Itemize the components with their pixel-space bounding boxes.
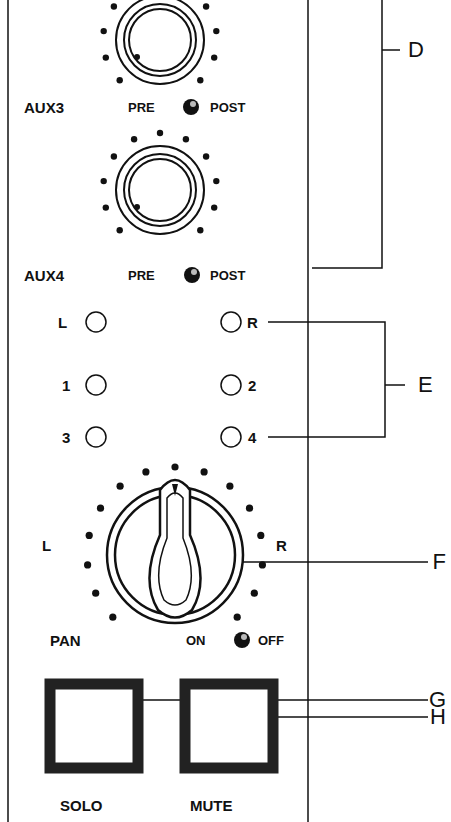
switch-label: PRE xyxy=(128,101,155,114)
scale-dot xyxy=(101,178,107,184)
scale-dot xyxy=(183,136,189,142)
scale-dot xyxy=(84,561,91,568)
scale-dot xyxy=(103,54,109,60)
switch-label: PRE xyxy=(128,269,155,282)
scale-dot xyxy=(117,483,124,490)
switch-label: POST xyxy=(210,269,245,282)
led-label: R xyxy=(247,315,258,330)
scale-dot xyxy=(234,614,241,621)
scale-dot xyxy=(109,614,116,621)
aux-label: AUX3 xyxy=(24,100,64,115)
scale-dot xyxy=(213,28,219,34)
scale-dot xyxy=(111,153,117,159)
scale-dot xyxy=(197,227,203,233)
scale-dot xyxy=(117,227,123,233)
scale-dot xyxy=(213,178,219,184)
scale-dot xyxy=(142,468,149,475)
scale-dot xyxy=(157,130,163,136)
switch-label: OFF xyxy=(258,634,284,647)
aux-label: AUX4 xyxy=(24,268,64,283)
led-label: 2 xyxy=(248,378,256,393)
scale-dot xyxy=(131,136,137,142)
scale-dot xyxy=(86,532,93,539)
scale-dot xyxy=(117,77,123,83)
led-label: 4 xyxy=(248,430,256,445)
scale-dot xyxy=(97,505,104,512)
pan-scale-label: L xyxy=(42,538,51,553)
led-label: 1 xyxy=(62,378,70,393)
button-label: MUTE xyxy=(190,798,233,813)
callout-letter: F xyxy=(433,551,446,573)
scale-dot xyxy=(251,590,258,597)
scale-dot xyxy=(111,3,117,9)
scale-dot xyxy=(226,483,233,490)
scale-dot xyxy=(203,153,209,159)
scale-dot xyxy=(257,532,264,539)
scale-dot xyxy=(103,204,109,210)
scale-dot xyxy=(246,505,253,512)
scale-dot xyxy=(211,54,217,60)
led-label: L xyxy=(58,315,67,330)
scale-dot xyxy=(171,463,178,470)
switch-label: POST xyxy=(210,101,245,114)
pan-label: PAN xyxy=(50,633,81,648)
scale-dot xyxy=(101,28,107,34)
scale-dot xyxy=(201,468,208,475)
scale-dot xyxy=(92,590,99,597)
callout-letter: D xyxy=(408,39,424,61)
button-label: SOLO xyxy=(60,798,103,813)
led-label: 3 xyxy=(62,430,70,445)
scale-dot xyxy=(197,77,203,83)
switch-label: ON xyxy=(186,634,206,647)
callout-letter: H xyxy=(430,706,446,728)
scale-dot xyxy=(203,3,209,9)
scale-dot xyxy=(211,204,217,210)
callout-letter: E xyxy=(418,374,433,396)
scale-dot xyxy=(259,561,266,568)
pan-scale-label: R xyxy=(276,538,287,553)
